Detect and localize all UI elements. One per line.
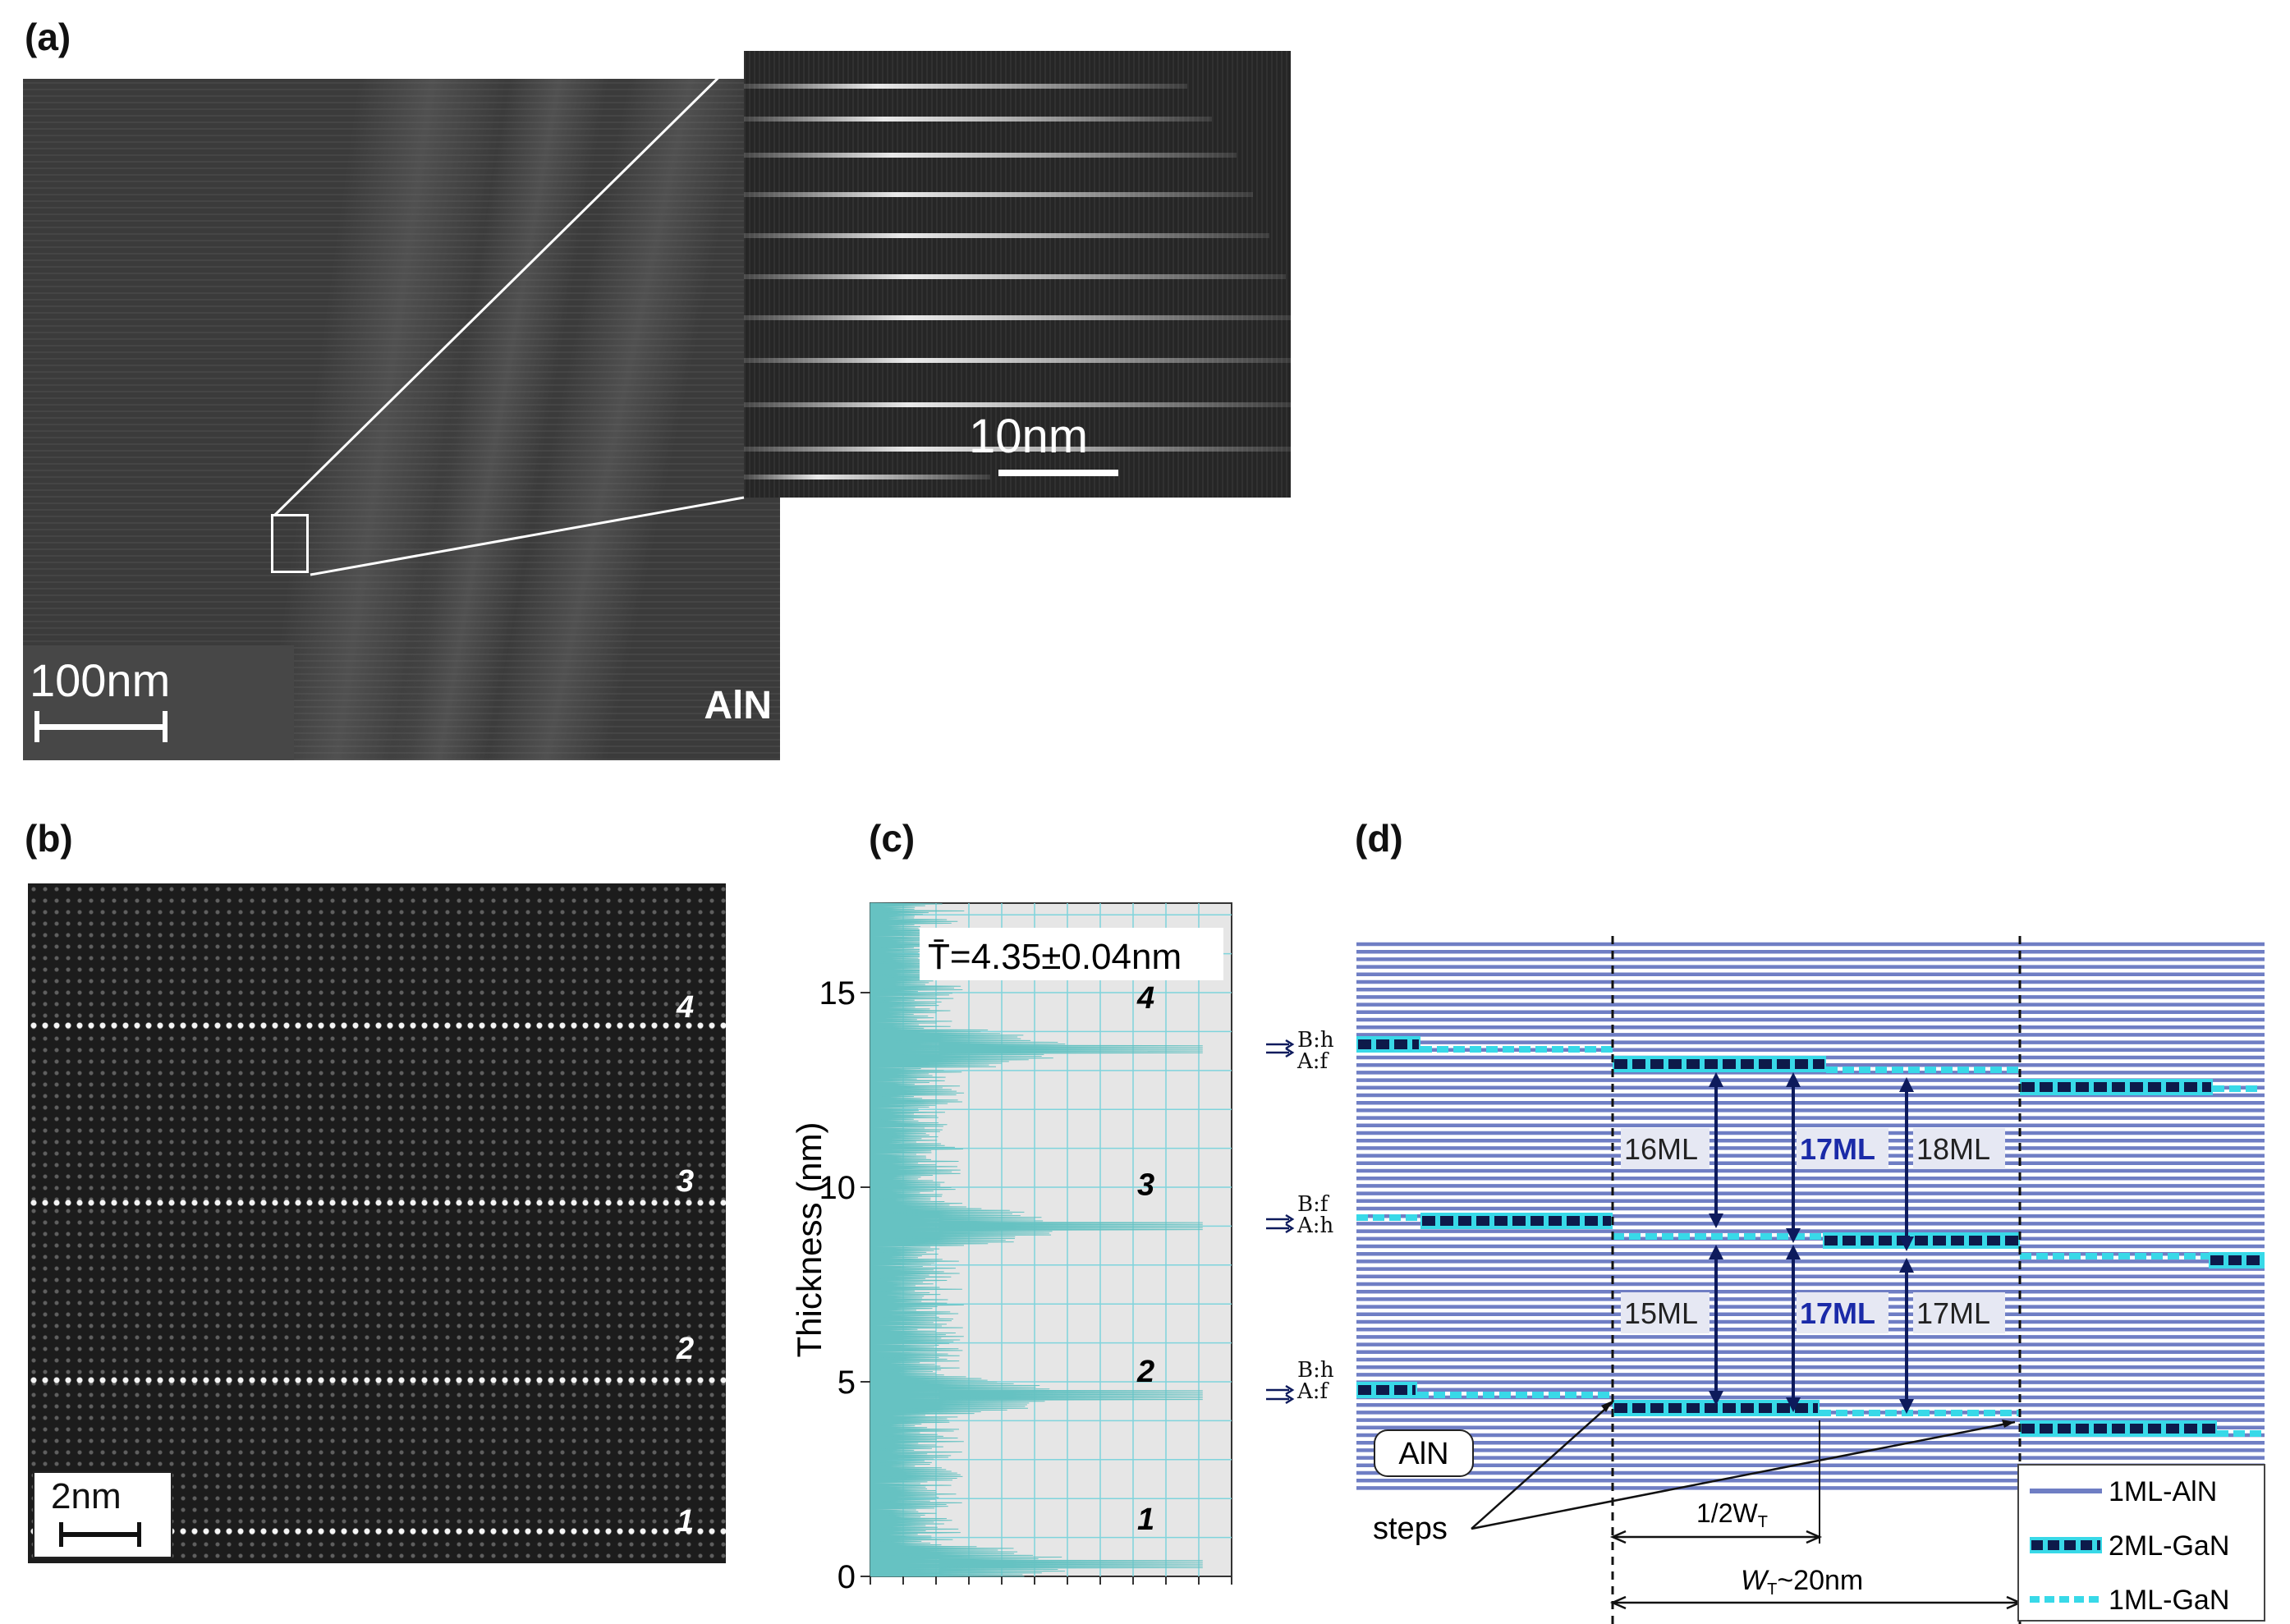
- panel-b-label: (b): [25, 817, 73, 860]
- steps-label: steps: [1373, 1512, 1448, 1546]
- panel-a-scale-label: 100nm: [30, 654, 171, 706]
- panel-b-well-4: 4: [677, 990, 695, 1025]
- panel-b-scale-label: 2nm: [51, 1476, 122, 1516]
- spacing-upper-3: 18ML: [1916, 1132, 1990, 1166]
- aln-label: AlN: [1398, 1437, 1448, 1471]
- stacking-arrowhead-2: [1285, 1223, 1295, 1234]
- y-axis-label: Thickness (nm): [790, 1122, 828, 1357]
- width-label: WT~20nm: [1741, 1565, 1863, 1599]
- steps-pointer-1: [1471, 1402, 1613, 1530]
- panel-b-well-1: 1: [677, 1504, 695, 1539]
- spacing-arrow-lower-1-head-up: [1709, 1245, 1723, 1259]
- panel-c-label: (c): [869, 817, 916, 860]
- spacing-upper-1-bg: [1621, 1128, 1709, 1169]
- mean-thickness-box: [920, 928, 1223, 980]
- spacing-upper-3-bg: [1913, 1128, 2005, 1169]
- spacing-arrow-upper-2-head-up: [1786, 1072, 1801, 1087]
- spacing-arrow-lower-2-head-up: [1786, 1245, 1801, 1259]
- mean-thickness-label: T̄=4.35±0.04nm: [928, 937, 1182, 977]
- spacing-lower-2: 17ML: [1800, 1296, 1875, 1330]
- spacing-arrow-upper-3-head-up: [1899, 1077, 1914, 1092]
- spacing-upper-1: 16ML: [1624, 1132, 1698, 1166]
- aln-substrate-region: [23, 645, 294, 760]
- gan2-well-top-b-edge: [1613, 1056, 1826, 1072]
- spacing-lower-3: 17ML: [1916, 1296, 1990, 1330]
- half-width-subscript: T: [1758, 1513, 1768, 1531]
- aln-label-box: [1374, 1429, 1474, 1477]
- steps-pointer-head-1: [1601, 1401, 1613, 1412]
- stacking-arrowhead-2: [1285, 1213, 1295, 1225]
- chart-well-label-4: 4: [1136, 981, 1154, 1016]
- panel-a-inset-scale-label: 10nm: [969, 410, 1089, 463]
- panel-a-inset-scale-bar: [998, 470, 1118, 476]
- panel-b-well-3: 3: [677, 1164, 695, 1199]
- chart-well-label-1: 1: [1137, 1502, 1154, 1537]
- spacing-upper-2: 17ML: [1800, 1132, 1875, 1166]
- panel-d-label: (d): [1355, 817, 1403, 860]
- half-width-label: 1/2WT: [1696, 1498, 1768, 1531]
- panel-b-stem-image: 4 3 2 1 2nm: [28, 883, 726, 1563]
- spacing-arrow-upper-1-head-down: [1709, 1213, 1723, 1228]
- spacing-lower-3-bg: [1913, 1292, 2005, 1333]
- width-subscript: T: [1767, 1580, 1777, 1599]
- y-tick-label: 0: [838, 1559, 856, 1593]
- steps-pointer-2: [1471, 1420, 2016, 1530]
- stacking-arrowhead-3: [1285, 1393, 1295, 1405]
- panel-a-stem-image: 100nm AlN: [23, 79, 780, 760]
- spacing-lower-1: 15ML: [1624, 1296, 1698, 1330]
- spacing-arrow-lower-3-head-up: [1899, 1258, 1914, 1273]
- spacing-arrow-upper-1-head-up: [1709, 1072, 1723, 1087]
- spacing-arrow-upper-2-head-down: [1786, 1228, 1801, 1243]
- legend-label-gan2: 2ML-GaN: [2109, 1530, 2229, 1562]
- half-width-arrow-head-left: [1609, 1530, 1627, 1544]
- y-tick-label: 10: [819, 1170, 856, 1206]
- y-tick-label: 15: [819, 975, 856, 1012]
- chart-well-label-3: 3: [1137, 1168, 1154, 1202]
- spacing-arrow-lower-2-head-down: [1786, 1397, 1801, 1412]
- panel-b-well-2: 2: [677, 1332, 695, 1366]
- panel-a-aln-label: AlN: [704, 684, 772, 727]
- stacking-arrowhead-1: [1285, 1047, 1295, 1058]
- spacing-arrow-lower-1-head-down: [1709, 1391, 1723, 1406]
- width-value: ~20nm: [1777, 1565, 1863, 1596]
- intensity-profile-series: [870, 902, 1203, 1577]
- spacing-lower-1-bg: [1621, 1292, 1709, 1333]
- panel-b-scale-bar: [59, 1532, 141, 1537]
- steps-pointer-head-2: [2002, 1420, 2015, 1428]
- y-tick-label: 5: [838, 1365, 856, 1401]
- stacking-arrowhead-3: [1285, 1384, 1295, 1396]
- chart-well-label-2: 2: [1136, 1355, 1154, 1389]
- spacing-arrow-lower-3-head-down: [1899, 1399, 1914, 1414]
- panel-b-scale-box: 2nm: [33, 1471, 172, 1558]
- spacing-upper-2-bg: [1797, 1128, 1888, 1169]
- width-arrow-head-left: [1609, 1595, 1627, 1610]
- stacking-arrowhead-1: [1285, 1039, 1295, 1050]
- zoom-region-box: [271, 514, 309, 573]
- spacing-arrow-upper-3-head-down: [1899, 1236, 1914, 1251]
- panel-a-scale-bar: [34, 724, 166, 730]
- width-italic: W: [1741, 1565, 1769, 1596]
- legend-label-aln: 1ML-AlN: [2109, 1476, 2217, 1507]
- panel-a-inset-image: 10nm: [744, 51, 1291, 498]
- half-width-arrow-head-right: [1806, 1530, 1823, 1544]
- panel-a-label: (a): [25, 16, 71, 58]
- spacing-lower-2-bg: [1797, 1292, 1888, 1333]
- legend-label-gan1: 1ML-GaN: [2109, 1585, 2229, 1616]
